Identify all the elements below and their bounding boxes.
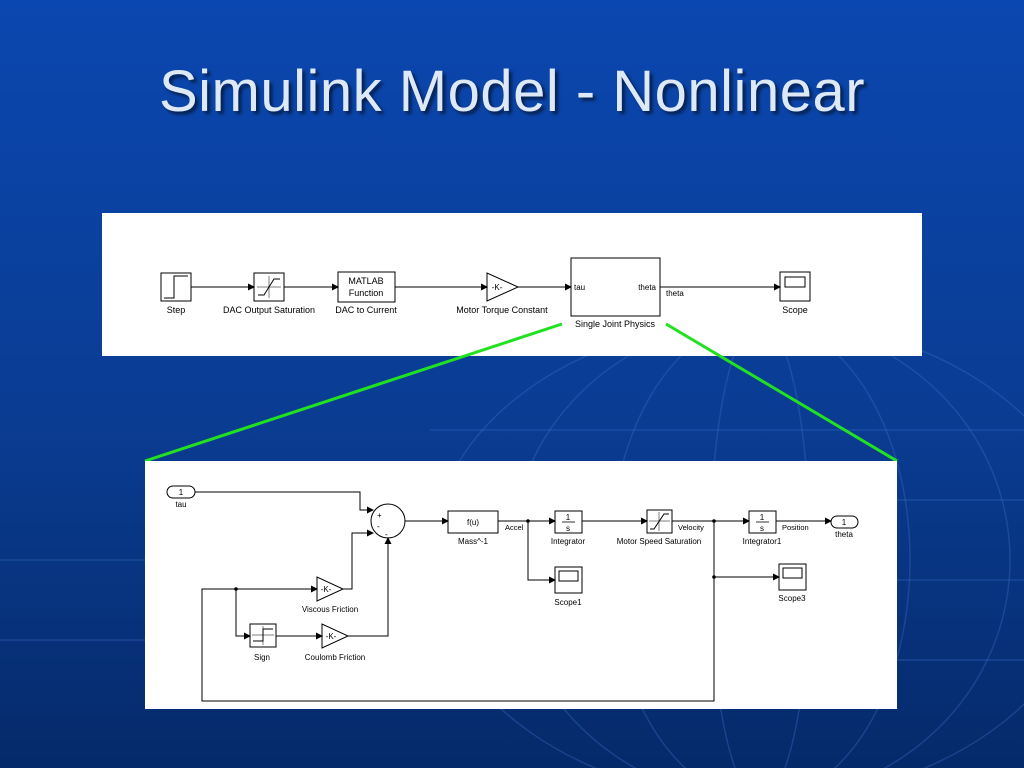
sum-sign-1: +	[377, 511, 382, 520]
outport-theta-block[interactable]: 1	[830, 515, 859, 529]
scope1-label: Scope1	[554, 598, 582, 607]
sign-block[interactable]	[249, 623, 277, 648]
step-label: Step	[167, 305, 186, 315]
integrator-num: 1	[566, 513, 571, 522]
junction-dots	[234, 519, 716, 591]
integrator-block[interactable]: 1 s	[554, 510, 583, 534]
sum-block[interactable]: + - -	[370, 503, 406, 539]
subsystem-panel: 1 tau + - - f(u) Mass^-1 1 s Integrator …	[145, 461, 897, 709]
coulomb-friction-label: Coulomb Friction	[305, 653, 365, 662]
viscous-friction-gain-block[interactable]: -K-	[316, 576, 345, 602]
integrator1-den: s	[760, 524, 764, 533]
slide-title: Simulink Model - Nonlinear	[158, 59, 866, 124]
inport-tau-label: tau	[175, 500, 186, 509]
matlab-function-text-1: MATLAB	[348, 276, 383, 286]
integrator-label: Integrator	[551, 537, 586, 546]
scope-label: Scope	[782, 305, 808, 315]
matlab-function-label: DAC to Current	[335, 305, 397, 315]
top-model-panel: Step DAC Output Saturation MATLAB Functi…	[102, 213, 922, 356]
scope3-block[interactable]	[778, 563, 807, 591]
motor-torque-gain-label: Motor Torque Constant	[456, 305, 548, 315]
matlab-function-text-2: Function	[349, 288, 384, 298]
mass-inverse-block[interactable]: f(u)	[447, 510, 499, 534]
scope3-label: Scope3	[778, 594, 806, 603]
integrator1-num: 1	[760, 513, 765, 522]
scope-block[interactable]	[779, 271, 811, 302]
motor-speed-saturation-label: Motor Speed Saturation	[617, 537, 702, 546]
accel-signal-label: Accel	[505, 523, 524, 532]
motor-speed-saturation-block[interactable]	[646, 509, 673, 534]
position-signal-label: Position	[782, 523, 809, 532]
single-joint-physics-label: Single Joint Physics	[575, 319, 656, 329]
sum-sign-3: -	[385, 530, 388, 539]
outport-theta-number: 1	[842, 518, 847, 527]
motor-torque-gain-text: -K-	[492, 283, 503, 292]
subsystem-diagram: 1 tau + - - f(u) Mass^-1 1 s Integrator …	[166, 485, 859, 702]
dac-saturation-block[interactable]	[253, 272, 285, 302]
theta-signal-label: theta	[666, 289, 684, 298]
matlab-function-block[interactable]: MATLAB Function	[337, 271, 396, 303]
mass-inverse-text: f(u)	[467, 518, 479, 527]
coulomb-friction-gain-text: -K-	[326, 632, 337, 641]
inport-tau-block[interactable]: 1	[166, 485, 196, 499]
velocity-signal-label: Velocity	[678, 523, 704, 532]
mass-inverse-label: Mass^-1	[458, 537, 489, 546]
viscous-friction-label: Viscous Friction	[302, 605, 358, 614]
physics-port-in: tau	[574, 283, 585, 292]
subsystem-signal-lines	[195, 491, 832, 702]
top-model-diagram: Step DAC Output Saturation MATLAB Functi…	[160, 257, 811, 329]
step-block[interactable]	[160, 272, 192, 302]
viscous-friction-gain-text: -K-	[321, 585, 332, 594]
integrator1-label: Integrator1	[743, 537, 782, 546]
physics-port-out: theta	[638, 283, 656, 292]
dac-saturation-label: DAC Output Saturation	[223, 305, 315, 315]
coulomb-friction-gain-block[interactable]: -K-	[321, 623, 350, 649]
inport-tau-number: 1	[179, 488, 184, 497]
sum-sign-2: -	[377, 522, 380, 531]
single-joint-physics-block[interactable]: tau theta	[570, 257, 661, 317]
sign-label: Sign	[254, 653, 270, 662]
integrator1-block[interactable]: 1 s	[748, 510, 777, 534]
scope1-block[interactable]	[554, 566, 583, 594]
integrator-den: s	[566, 524, 570, 533]
outport-theta-label: theta	[835, 530, 853, 539]
